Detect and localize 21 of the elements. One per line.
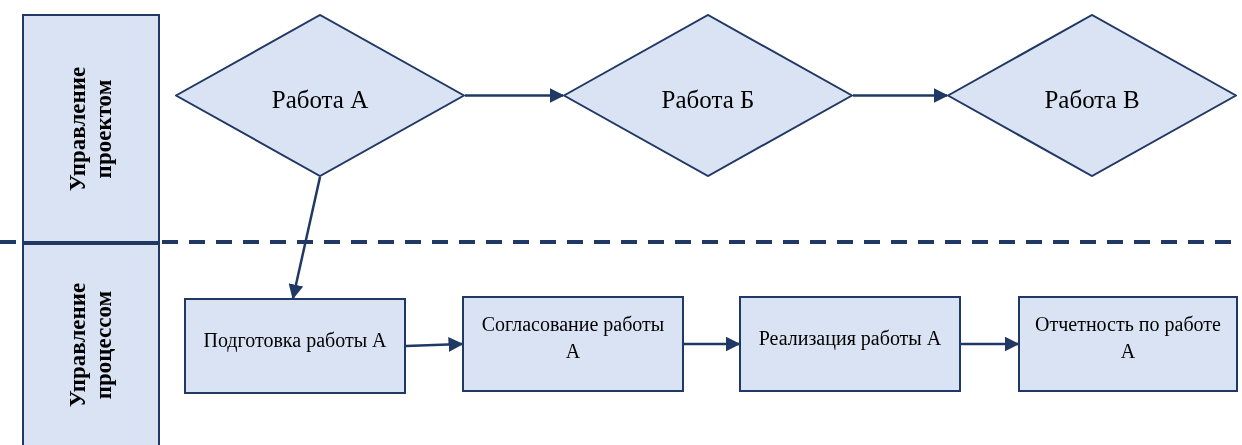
swimlane-band bbox=[22, 14, 160, 243]
node-label: Работа В bbox=[1043, 86, 1141, 114]
node-label: Работа Б bbox=[660, 86, 756, 114]
swimlane-band bbox=[22, 243, 160, 445]
process-box bbox=[462, 296, 684, 392]
arrow bbox=[853, 88, 949, 103]
arrow bbox=[405, 337, 464, 352]
lane-title: Управление процессом bbox=[64, 281, 117, 410]
node-label: Подготовка работы А bbox=[202, 327, 388, 354]
arrow bbox=[961, 336, 1020, 352]
process-box bbox=[739, 296, 961, 392]
node-label: Согласование работы А bbox=[480, 312, 666, 364]
node-label: Работа А bbox=[270, 86, 370, 114]
arrow bbox=[465, 88, 565, 103]
arrow bbox=[288, 176, 322, 300]
process-box bbox=[1018, 296, 1238, 392]
lane-title: Управление проектом bbox=[64, 65, 117, 193]
process-box bbox=[184, 298, 406, 394]
node-label: Отчетность по работе А bbox=[1034, 312, 1222, 364]
node-label: Реализация работы А bbox=[757, 325, 943, 352]
arrow bbox=[684, 336, 741, 352]
